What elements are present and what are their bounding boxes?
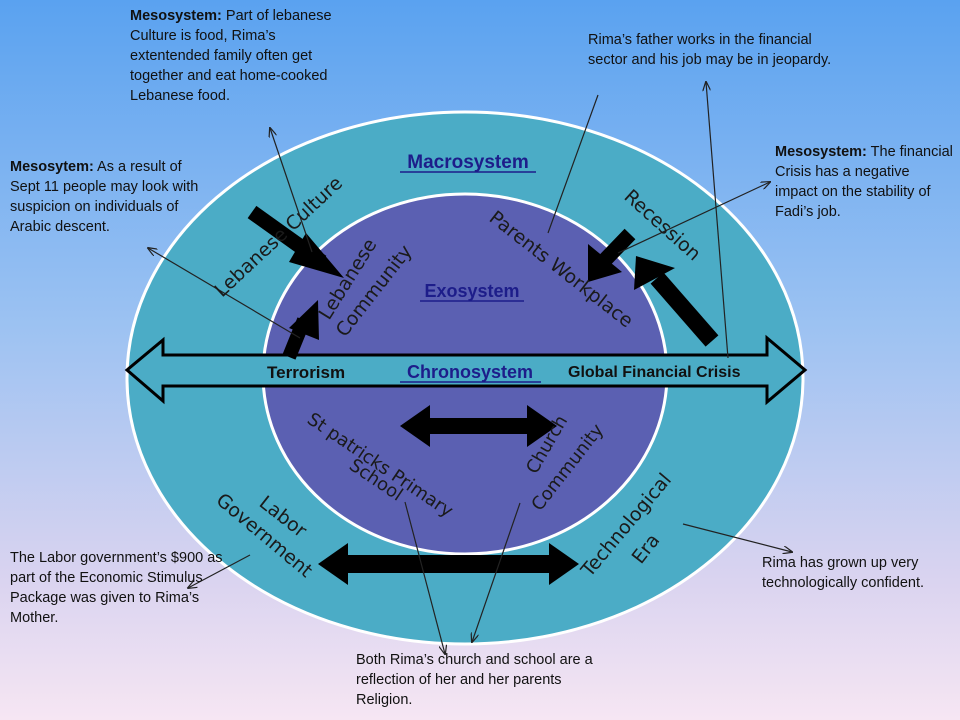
recession-note-line (617, 182, 770, 254)
father-note-line (547, 94, 599, 234)
label-global-financial-crisis: Global Financial Crisis (568, 364, 741, 381)
tech-note-line (682, 523, 792, 552)
recession-arrow (588, 228, 636, 282)
note-tech-text: Rima has grown up very technologically c… (762, 555, 925, 591)
note-culture-text: Part of lebanese Culture is food, Rima’s… (130, 8, 332, 104)
note-labor-text: The Labor government’s $900 as part of t… (10, 550, 223, 626)
school-note-line (404, 501, 445, 654)
note-terrorism-heading: Mesosytem: (10, 159, 94, 175)
crisis-to-father-line (706, 82, 729, 359)
terrorism-note-line (148, 248, 301, 339)
note-father: Rima’s father works in the financial sec… (588, 30, 833, 70)
note-religion: Both Rima’s church and school are a refl… (356, 650, 596, 710)
note-labor-government: The Labor government’s $900 as part of t… (10, 548, 230, 628)
note-culture-heading: Mesosystem: (130, 8, 222, 24)
terrorism-arrow (282, 300, 319, 360)
culture-arrow (247, 205, 344, 278)
school-church-arrow (400, 405, 557, 447)
labor-note-line (188, 554, 251, 588)
chronosystem-title: Chronosystem (407, 362, 533, 382)
note-technological-era: Rima has grown up very technologically c… (762, 553, 952, 593)
note-crisis-text: The financial Crisis has a negative impa… (775, 144, 953, 220)
note-financial-crisis: Mesosystem: The financial Crisis has a n… (775, 142, 955, 222)
culture-note-line (270, 128, 313, 253)
note-lebanese-culture: Mesosystem: Part of lebanese Culture is … (130, 6, 335, 106)
note-terrorism: Mesosytem: As a result of Sept 11 people… (10, 157, 215, 237)
label-terrorism: Terrorism (267, 363, 345, 382)
note-crisis-heading: Mesosystem: (775, 144, 867, 160)
exosystem-title: Exosystem (424, 281, 519, 301)
labor-tech-arrow (318, 543, 579, 585)
macrosystem-title: Macrosystem (407, 152, 528, 173)
crisis-arrow (634, 256, 719, 347)
note-father-text: Rima’s father works in the financial sec… (588, 32, 832, 68)
chronosystem-arrow (124, 334, 808, 406)
note-terrorism-text: As a result of Sept 11 people may look w… (10, 159, 199, 235)
note-religion-text: Both Rima’s church and school are a refl… (356, 652, 593, 708)
church-note-line (472, 502, 521, 642)
